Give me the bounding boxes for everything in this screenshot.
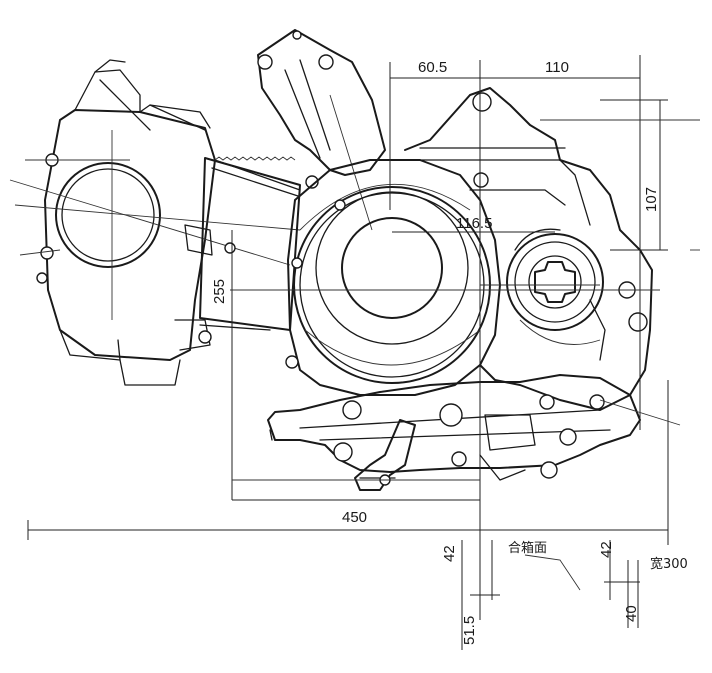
dimension-lines bbox=[27, 55, 700, 650]
upper-bracket bbox=[257, 29, 386, 231]
lower-sump bbox=[267, 374, 641, 491]
dim-107: 107 bbox=[643, 187, 660, 212]
dim-40: 40 bbox=[623, 605, 640, 622]
dim-42-right: 42 bbox=[598, 541, 615, 558]
left-crankcase-cover bbox=[285, 159, 501, 396]
dim-51-5: 51.5 bbox=[461, 616, 478, 645]
dim-255: 255 bbox=[211, 279, 228, 304]
dim-42-left: 42 bbox=[441, 545, 458, 562]
dim-450: 450 bbox=[342, 509, 367, 526]
parting-face-label: 合箱面 bbox=[508, 540, 547, 556]
dim-width-300: 宽300 bbox=[650, 556, 688, 572]
dim-110: 110 bbox=[545, 59, 569, 76]
dim-116-5: 116.5 bbox=[456, 215, 492, 232]
right-crankcase bbox=[404, 87, 653, 411]
intake-neck bbox=[184, 156, 301, 344]
cylinder-head bbox=[9, 59, 301, 386]
dimension-labels: 60.5 110 107 116.5 255 450 42 42 51.5 40… bbox=[211, 59, 688, 645]
dim-60-5: 60.5 bbox=[418, 59, 447, 76]
